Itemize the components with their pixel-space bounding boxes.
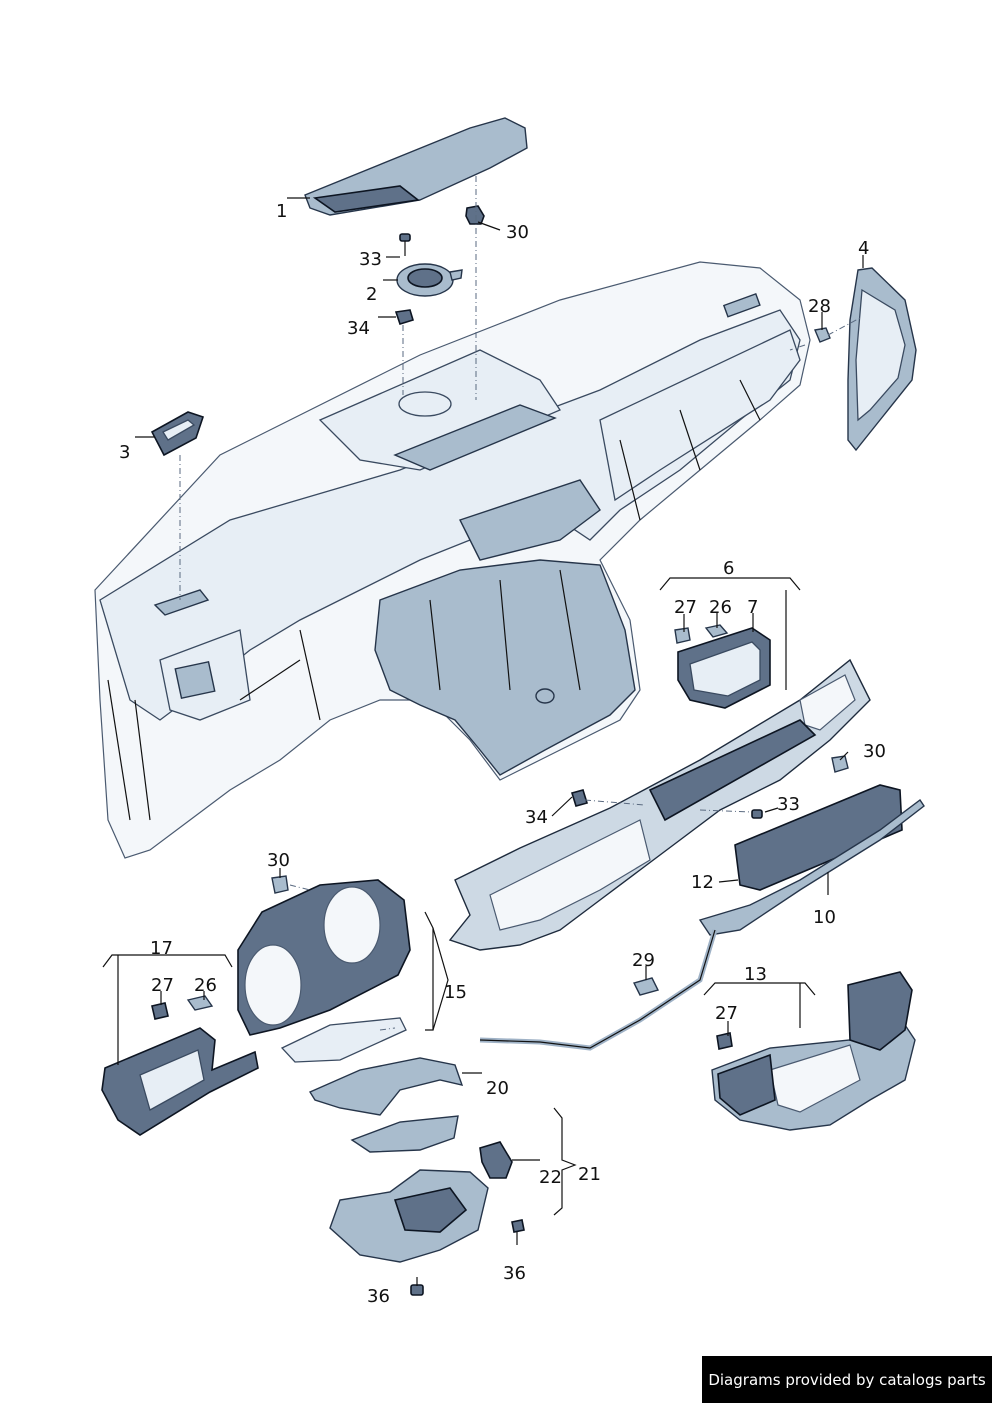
callout-20: 20 [486, 1078, 509, 1099]
part-1-speaker-grille [304, 117, 528, 216]
callout-15: 15 [444, 982, 467, 1003]
callout-2: 2 [366, 284, 377, 305]
attribution-text: Diagrams provided by catalogs parts [708, 1370, 986, 1389]
callout-28: 28 [808, 296, 831, 317]
part-30-clip-right [831, 755, 849, 773]
callout-30-cluster: 30 [267, 850, 290, 871]
attribution-footer: Diagrams provided by catalogs parts [702, 1356, 992, 1403]
callout-21: 21 [578, 1164, 601, 1185]
part-29-cable-harness [479, 929, 718, 1051]
part-13-right-air-vent [711, 971, 916, 1131]
part-28-clip [814, 327, 831, 343]
part-26-clip-left [186, 995, 214, 1011]
part-36-screw-right [511, 1219, 525, 1233]
callout-27-left: 27 [151, 975, 174, 996]
part-30-clip-top [465, 205, 485, 225]
callout-26-left: 26 [194, 975, 217, 996]
part-10-trim-strip [698, 798, 925, 936]
part-3-sensor-cover [150, 411, 205, 457]
part-21-column-cover-mid [350, 1115, 459, 1153]
callout-4: 4 [858, 238, 869, 259]
callout-12: 12 [691, 872, 714, 893]
callout-27-right: 27 [715, 1003, 738, 1024]
part-22-clip-cover [479, 1141, 513, 1179]
part-34-nut-top [394, 309, 414, 325]
leader-lines [102, 176, 864, 1286]
part-27-clip-upper [674, 627, 691, 644]
part-17-left-air-vent [101, 1027, 259, 1136]
part-33-screw-lower [751, 809, 763, 819]
part-15-lower-cover [280, 1017, 407, 1063]
part-12-display [734, 784, 903, 891]
callout-33-top: 33 [359, 249, 382, 270]
callout-30-right: 30 [863, 741, 886, 762]
callout-34-top: 34 [347, 318, 370, 339]
part-2-speaker [396, 263, 463, 297]
callout-labels: 1 30 33 2 34 3 4 28 6 27 26 7 30 34 33 1… [119, 201, 886, 1307]
callout-3: 3 [119, 442, 130, 463]
callout-29: 29 [632, 950, 655, 971]
part-27-clip-left [151, 1002, 169, 1020]
part-6-trim-panel [448, 658, 871, 951]
callout-13: 13 [744, 964, 767, 985]
callout-1: 1 [276, 201, 287, 222]
part-26-clip-upper [704, 624, 729, 638]
part-4-side-speaker-grille [847, 267, 917, 452]
callout-7: 7 [747, 597, 758, 618]
callout-34-lower: 34 [525, 807, 548, 828]
part-20-column-cover-upper [308, 1057, 464, 1116]
callout-33-lower: 33 [777, 794, 800, 815]
part-36-screw-bottom [410, 1284, 424, 1296]
callout-22: 22 [539, 1167, 562, 1188]
callout-30-top: 30 [506, 222, 529, 243]
callout-17: 17 [150, 938, 173, 959]
part-15-cluster-housing [237, 879, 411, 1036]
dashboard-carrier [94, 261, 811, 859]
part-30-clip-cluster [271, 875, 289, 894]
callout-27-upper: 27 [674, 597, 697, 618]
part-27-clip-right [716, 1032, 733, 1050]
callout-36-bottom: 36 [367, 1286, 390, 1307]
callout-10: 10 [813, 907, 836, 928]
part-7-air-vent [677, 627, 771, 709]
part-33-screw-top [399, 233, 411, 256]
part-34-nut-lower [570, 789, 589, 807]
callout-36-right: 36 [503, 1263, 526, 1284]
part-21-column-cover-lower [329, 1169, 489, 1263]
callout-26-upper: 26 [709, 597, 732, 618]
callout-6: 6 [723, 558, 734, 579]
